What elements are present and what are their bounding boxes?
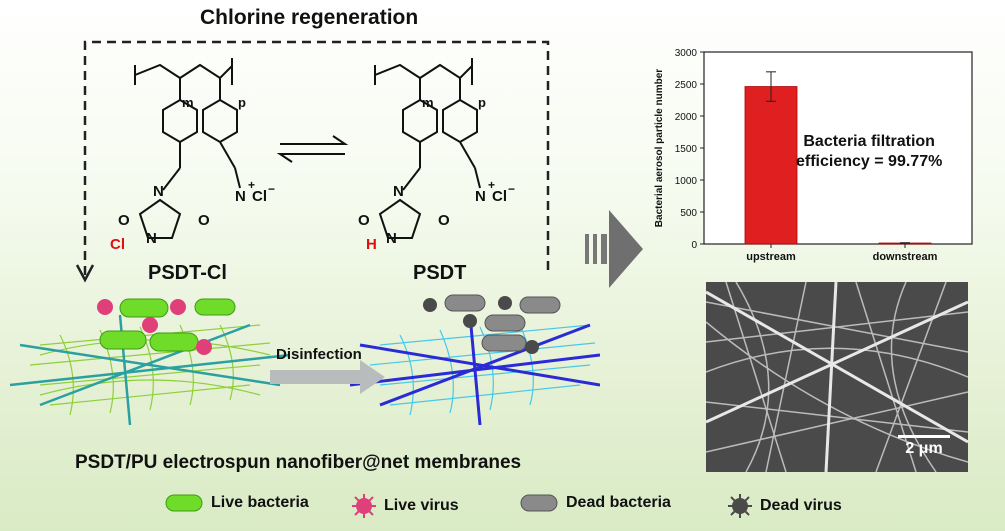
scale-bar-line <box>898 435 950 438</box>
membrane-graphic <box>9 294 600 426</box>
atom-n2-right: N <box>386 230 397 247</box>
membrane-label: PSDT/PU electrospun nanofiber@net membra… <box>75 452 522 473</box>
filtration-bar-chart: 0 500 1000 1500 2000 2500 3000 upstream downstre… <box>654 48 973 263</box>
counter-ion-right: Cl <box>492 188 507 205</box>
sem-micrograph: 2 μm <box>706 282 968 472</box>
subscript-p-left: p <box>238 95 246 110</box>
regeneration-loop <box>83 40 550 275</box>
dead-bacterium <box>481 334 527 352</box>
subscript-m-left: m <box>182 95 194 110</box>
live-virus-icon <box>196 339 212 355</box>
cation-n-right: N <box>475 188 486 205</box>
dead-bacterium <box>484 314 526 332</box>
atom-h-right: H <box>366 236 377 253</box>
live-virus-icon <box>170 299 186 315</box>
legend-live-virus: Live virus <box>352 494 459 518</box>
legend: Live bacteria Live virus Dead bacteria D… <box>0 494 1005 524</box>
dead-bacterium <box>444 294 486 312</box>
subscript-m-right: m <box>422 95 434 110</box>
live-bacterium <box>99 330 147 350</box>
atom-o-right-1: O <box>358 212 370 229</box>
y-tick-label: 1500 <box>675 144 698 155</box>
atom-o-left-2: O <box>198 212 210 229</box>
bar-upstream <box>744 86 798 245</box>
live-virus-icon <box>142 317 158 333</box>
dead-virus-icon <box>525 340 539 354</box>
minus-right: − <box>508 182 516 196</box>
equilibrium-arrows-icon <box>276 135 349 163</box>
chemistry-graphic <box>75 40 550 283</box>
atom-n-right: N <box>393 183 404 200</box>
legend-live-bacteria-label: Live bacteria <box>211 494 309 511</box>
live-bacterium <box>194 298 236 316</box>
result-arrow-icon <box>585 210 643 288</box>
x-tick-label-upstream: upstream <box>746 251 796 263</box>
scale-bar-label: 2 μm <box>905 440 943 457</box>
legend-dead-bacteria: Dead bacteria <box>520 494 671 512</box>
y-tick-label: 1000 <box>675 176 698 187</box>
cation-n-left: N <box>235 188 246 205</box>
sem-scale-bar: 2 μm <box>898 435 950 458</box>
dead-bacteria-icon <box>520 494 558 512</box>
nanofiber-texture <box>706 282 968 472</box>
y-tick-label: 500 <box>680 208 697 219</box>
x-tick-label-downstream: downstream <box>873 251 938 263</box>
legend-dead-virus: Dead virus <box>728 494 842 518</box>
dead-virus-icon <box>423 298 437 312</box>
filtration-annotation: Bacteria filtration efficiency = 99.77% <box>796 132 942 172</box>
psdt-label: PSDT <box>413 262 467 284</box>
dead-bacterium <box>519 296 561 314</box>
dead-virus-icon <box>463 314 477 328</box>
psdt-cl-label: PSDT-Cl <box>148 262 227 284</box>
y-tick-label: 2500 <box>675 80 698 91</box>
y-tick-label: 0 <box>691 240 697 251</box>
dead-virus-icon <box>498 296 512 310</box>
atom-o-left-1: O <box>118 212 130 229</box>
atom-o-right-2: O <box>438 212 450 229</box>
loop-arrowhead-icon <box>75 264 95 283</box>
atom-cl-left: Cl <box>110 236 125 253</box>
dead-virus-icon <box>728 494 752 518</box>
annotation-line-2: efficiency = 99.77% <box>796 153 943 170</box>
live-virus-icon <box>97 299 113 315</box>
legend-live-virus-label: Live virus <box>384 497 459 514</box>
psdt-cl-structure <box>134 58 241 239</box>
subscript-p-right: p <box>478 95 486 110</box>
y-tick-label: 2000 <box>675 112 698 123</box>
live-bacterium <box>119 298 169 318</box>
live-virus-icon <box>352 494 376 518</box>
plus-left: + <box>248 178 256 192</box>
y-tick-label: 3000 <box>675 48 698 59</box>
minus-left: − <box>268 182 276 196</box>
diagram-title: Chlorine regeneration <box>200 6 419 29</box>
legend-live-bacteria: Live bacteria <box>165 494 309 512</box>
legend-dead-bacteria-label: Dead bacteria <box>566 494 671 511</box>
counter-ion-left: Cl <box>252 188 267 205</box>
psdt-structure <box>374 58 481 239</box>
disinfection-arrow-icon <box>270 360 385 394</box>
annotation-line-1: Bacteria filtration <box>803 133 935 150</box>
plus-right: + <box>488 178 496 192</box>
live-bacterium <box>149 332 199 352</box>
disinfection-label: Disinfection <box>276 346 362 363</box>
atom-n-left: N <box>153 183 164 200</box>
atom-n2-left: N <box>146 230 157 247</box>
live-bacteria-icon <box>165 494 203 512</box>
legend-dead-virus-label: Dead virus <box>760 497 842 514</box>
y-axis-label: Bacterial aerosol particle number <box>654 69 665 228</box>
